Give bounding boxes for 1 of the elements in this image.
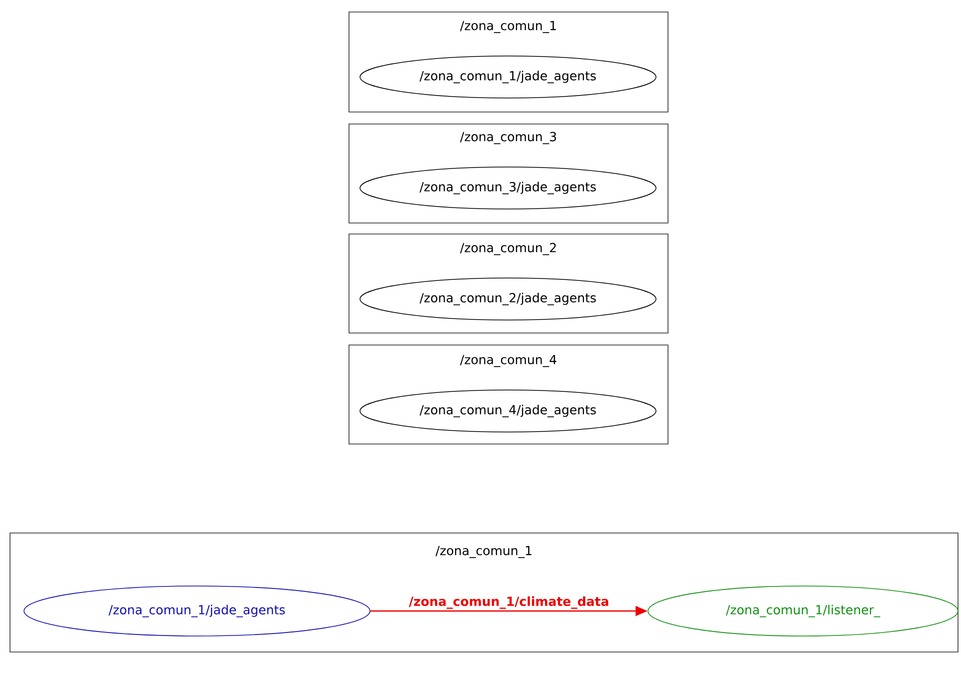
edge-label: /zona_comun_1/climate_data <box>408 595 610 610</box>
